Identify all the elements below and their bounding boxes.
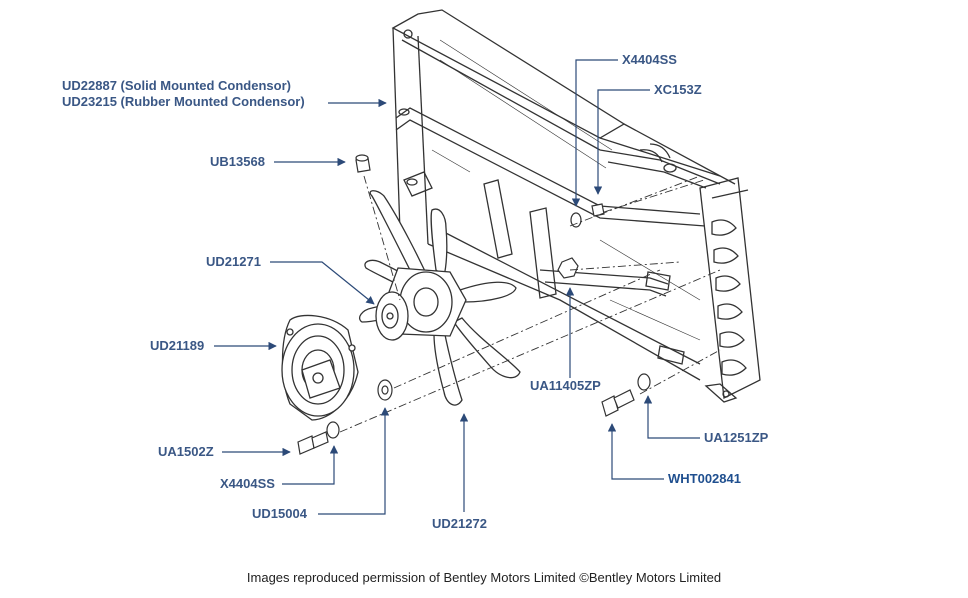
part-ud21271-label[interactable]: UD21271 bbox=[206, 254, 261, 269]
part-ud23215-label[interactable]: UD23215 (Rubber Mounted Condensor) bbox=[62, 94, 305, 109]
part-ud22887-label[interactable]: UD22887 (Solid Mounted Condensor) bbox=[62, 78, 291, 93]
assembly-axis-lines bbox=[339, 175, 721, 433]
condenser-callout: UD22887 (Solid Mounted Condensor) UD2321… bbox=[62, 78, 305, 110]
part-ub13568-label[interactable]: UB13568 bbox=[210, 154, 265, 169]
part-ua1502z-label[interactable]: UA1502Z bbox=[158, 444, 214, 459]
radiator-assembly bbox=[391, 9, 761, 403]
copyright-credit: Images reproduced permission of Bentley … bbox=[246, 570, 722, 585]
part-x4404ss-top-label[interactable]: X4404SS bbox=[622, 52, 677, 67]
callout-leaders bbox=[214, 59, 700, 515]
part-x4404ss-left-label[interactable]: X4404SS bbox=[220, 476, 275, 491]
part-ud15004-label[interactable]: UD15004 bbox=[252, 506, 307, 521]
part-ua11405zp-label[interactable]: UA11405ZP bbox=[530, 378, 601, 393]
part-ua1251zp-label[interactable]: UA1251ZP bbox=[704, 430, 769, 445]
hardware-fasteners bbox=[297, 154, 651, 455]
part-ud21272-label[interactable]: UD21272 bbox=[432, 516, 487, 531]
part-xc153z-label[interactable]: XC153Z bbox=[654, 82, 702, 97]
fan-pulley bbox=[281, 314, 359, 421]
part-wht002841-label[interactable]: WHT002841 bbox=[668, 471, 741, 486]
part-ud21189-label[interactable]: UD21189 bbox=[150, 338, 205, 353]
viscous-coupling bbox=[375, 291, 409, 341]
